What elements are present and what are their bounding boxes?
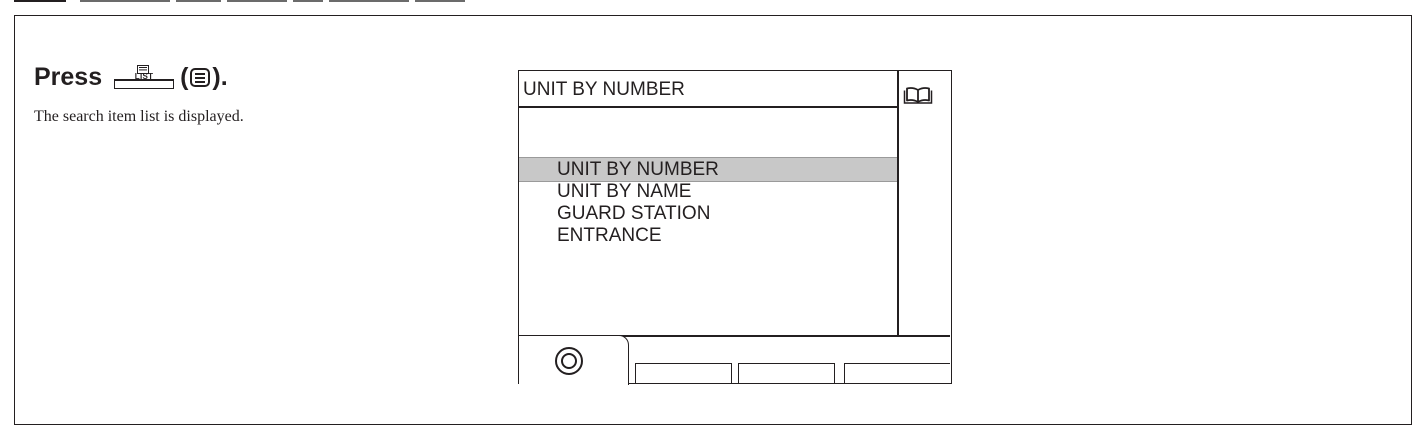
selection-highlight bbox=[519, 157, 897, 182]
list-icon bbox=[190, 68, 211, 87]
device-screen: UNIT BY NUMBER UNIT BY NUMBER UNIT BY NA… bbox=[518, 70, 952, 385]
title-divider bbox=[519, 106, 897, 108]
tab-bar-line bbox=[519, 335, 950, 337]
cropped-header-line bbox=[80, 0, 500, 2]
paren-open: ( bbox=[180, 63, 189, 91]
section-marker bbox=[14, 0, 66, 2]
double-circle-icon bbox=[555, 347, 583, 375]
softkey-2[interactable] bbox=[635, 363, 732, 383]
side-panel-divider bbox=[897, 71, 899, 335]
book-icon[interactable] bbox=[903, 86, 933, 104]
list-item[interactable]: ENTRANCE bbox=[557, 225, 662, 246]
list-item[interactable]: UNIT BY NUMBER bbox=[557, 159, 719, 180]
search-item-list: UNIT BY NUMBER UNIT BY NAME GUARD STATIO… bbox=[557, 159, 719, 247]
screen-title: UNIT BY NUMBER bbox=[523, 79, 685, 100]
softkey-3[interactable] bbox=[738, 363, 835, 383]
paren-close: ). bbox=[212, 63, 228, 91]
step-description: The search item list is displayed. bbox=[34, 108, 244, 125]
list-key-icon bbox=[137, 65, 150, 74]
list-key-label: LIST bbox=[134, 72, 154, 81]
list-item[interactable]: GUARD STATION bbox=[557, 203, 711, 224]
list-item[interactable]: UNIT BY NAME bbox=[557, 181, 692, 202]
heading-prefix: Press bbox=[34, 63, 103, 91]
key-button-outline bbox=[114, 79, 175, 89]
step-heading: Press LIST (). bbox=[34, 62, 228, 92]
content-frame bbox=[14, 15, 1412, 425]
softkey-4[interactable] bbox=[844, 363, 950, 383]
list-key: LIST bbox=[114, 62, 175, 92]
